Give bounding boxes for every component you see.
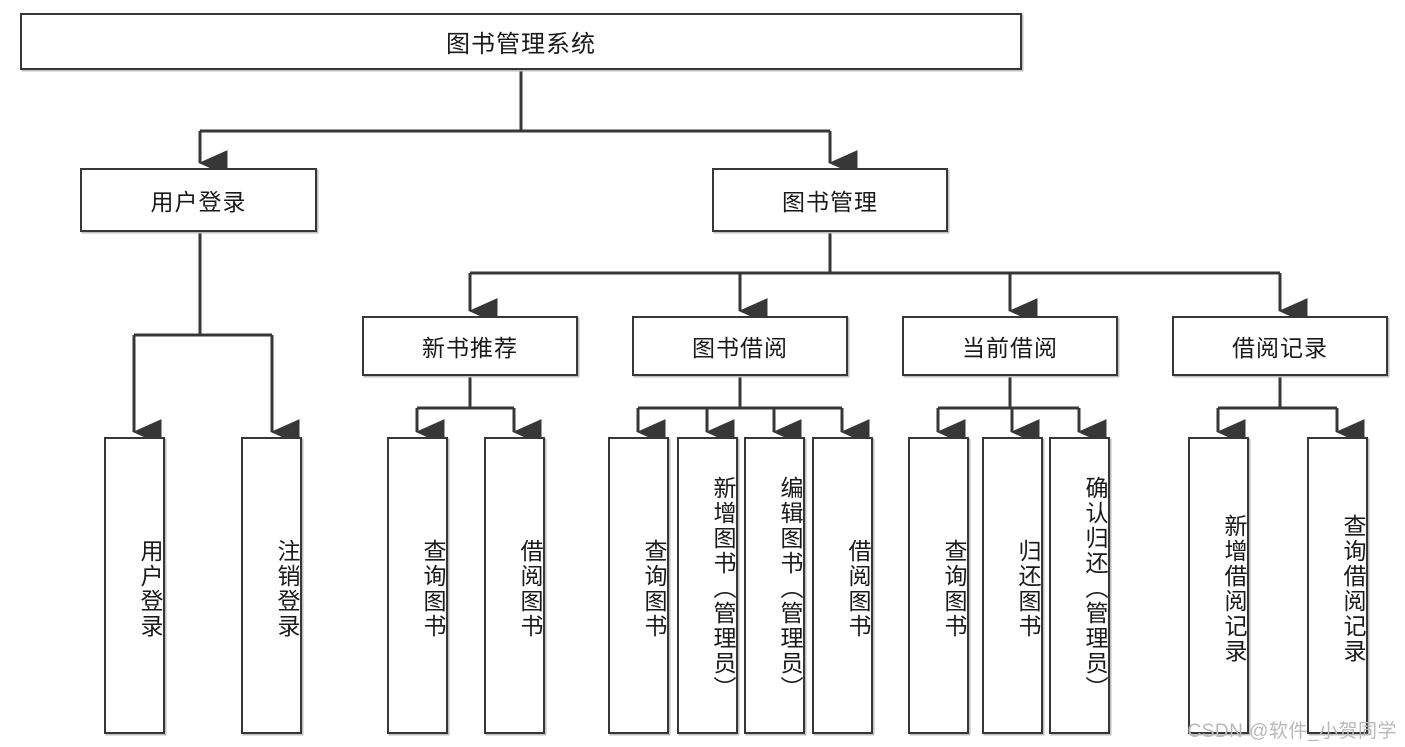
leaf-borrow-query-book[interactable]: 查询图书 (608, 437, 669, 734)
watermark-text: CSDN @软件_小贺同学 (1187, 721, 1397, 742)
leaf-recommend-query-book[interactable]: 查询图书 (387, 437, 448, 734)
node-user-login[interactable]: 用户登录 (80, 168, 317, 232)
leaf-record-add-record[interactable]: 新增借阅记录 (1188, 437, 1249, 734)
leaf-user-login-logout[interactable]: 注销登录 (241, 437, 302, 734)
leaf-record-query-record[interactable]: 查询借阅记录 (1307, 437, 1368, 734)
node-book-borrow[interactable]: 图书借阅 (632, 316, 848, 376)
node-book-management[interactable]: 图书管理 (712, 168, 948, 232)
leaf-borrow-borrow-book[interactable]: 借阅图书 (812, 437, 873, 734)
node-current-borrow[interactable]: 当前借阅 (902, 316, 1118, 376)
leaf-borrow-edit-book-admin[interactable]: 编辑图书（管理员） (744, 437, 805, 734)
leaf-current-return-book[interactable]: 归还图书 (982, 437, 1043, 734)
node-new-book-recommend[interactable]: 新书推荐 (362, 316, 578, 376)
leaf-user-login-login[interactable]: 用户登录 (104, 437, 165, 734)
leaf-borrow-add-book-admin[interactable]: 新增图书（管理员） (677, 437, 738, 734)
leaf-current-confirm-return-admin[interactable]: 确认归还（管理员） (1049, 437, 1110, 734)
node-root-system[interactable]: 图书管理系统 (20, 13, 1022, 70)
node-borrow-record[interactable]: 借阅记录 (1172, 316, 1388, 376)
leaf-recommend-borrow-book[interactable]: 借阅图书 (484, 437, 545, 734)
leaf-current-query-book[interactable]: 查询图书 (908, 437, 969, 734)
